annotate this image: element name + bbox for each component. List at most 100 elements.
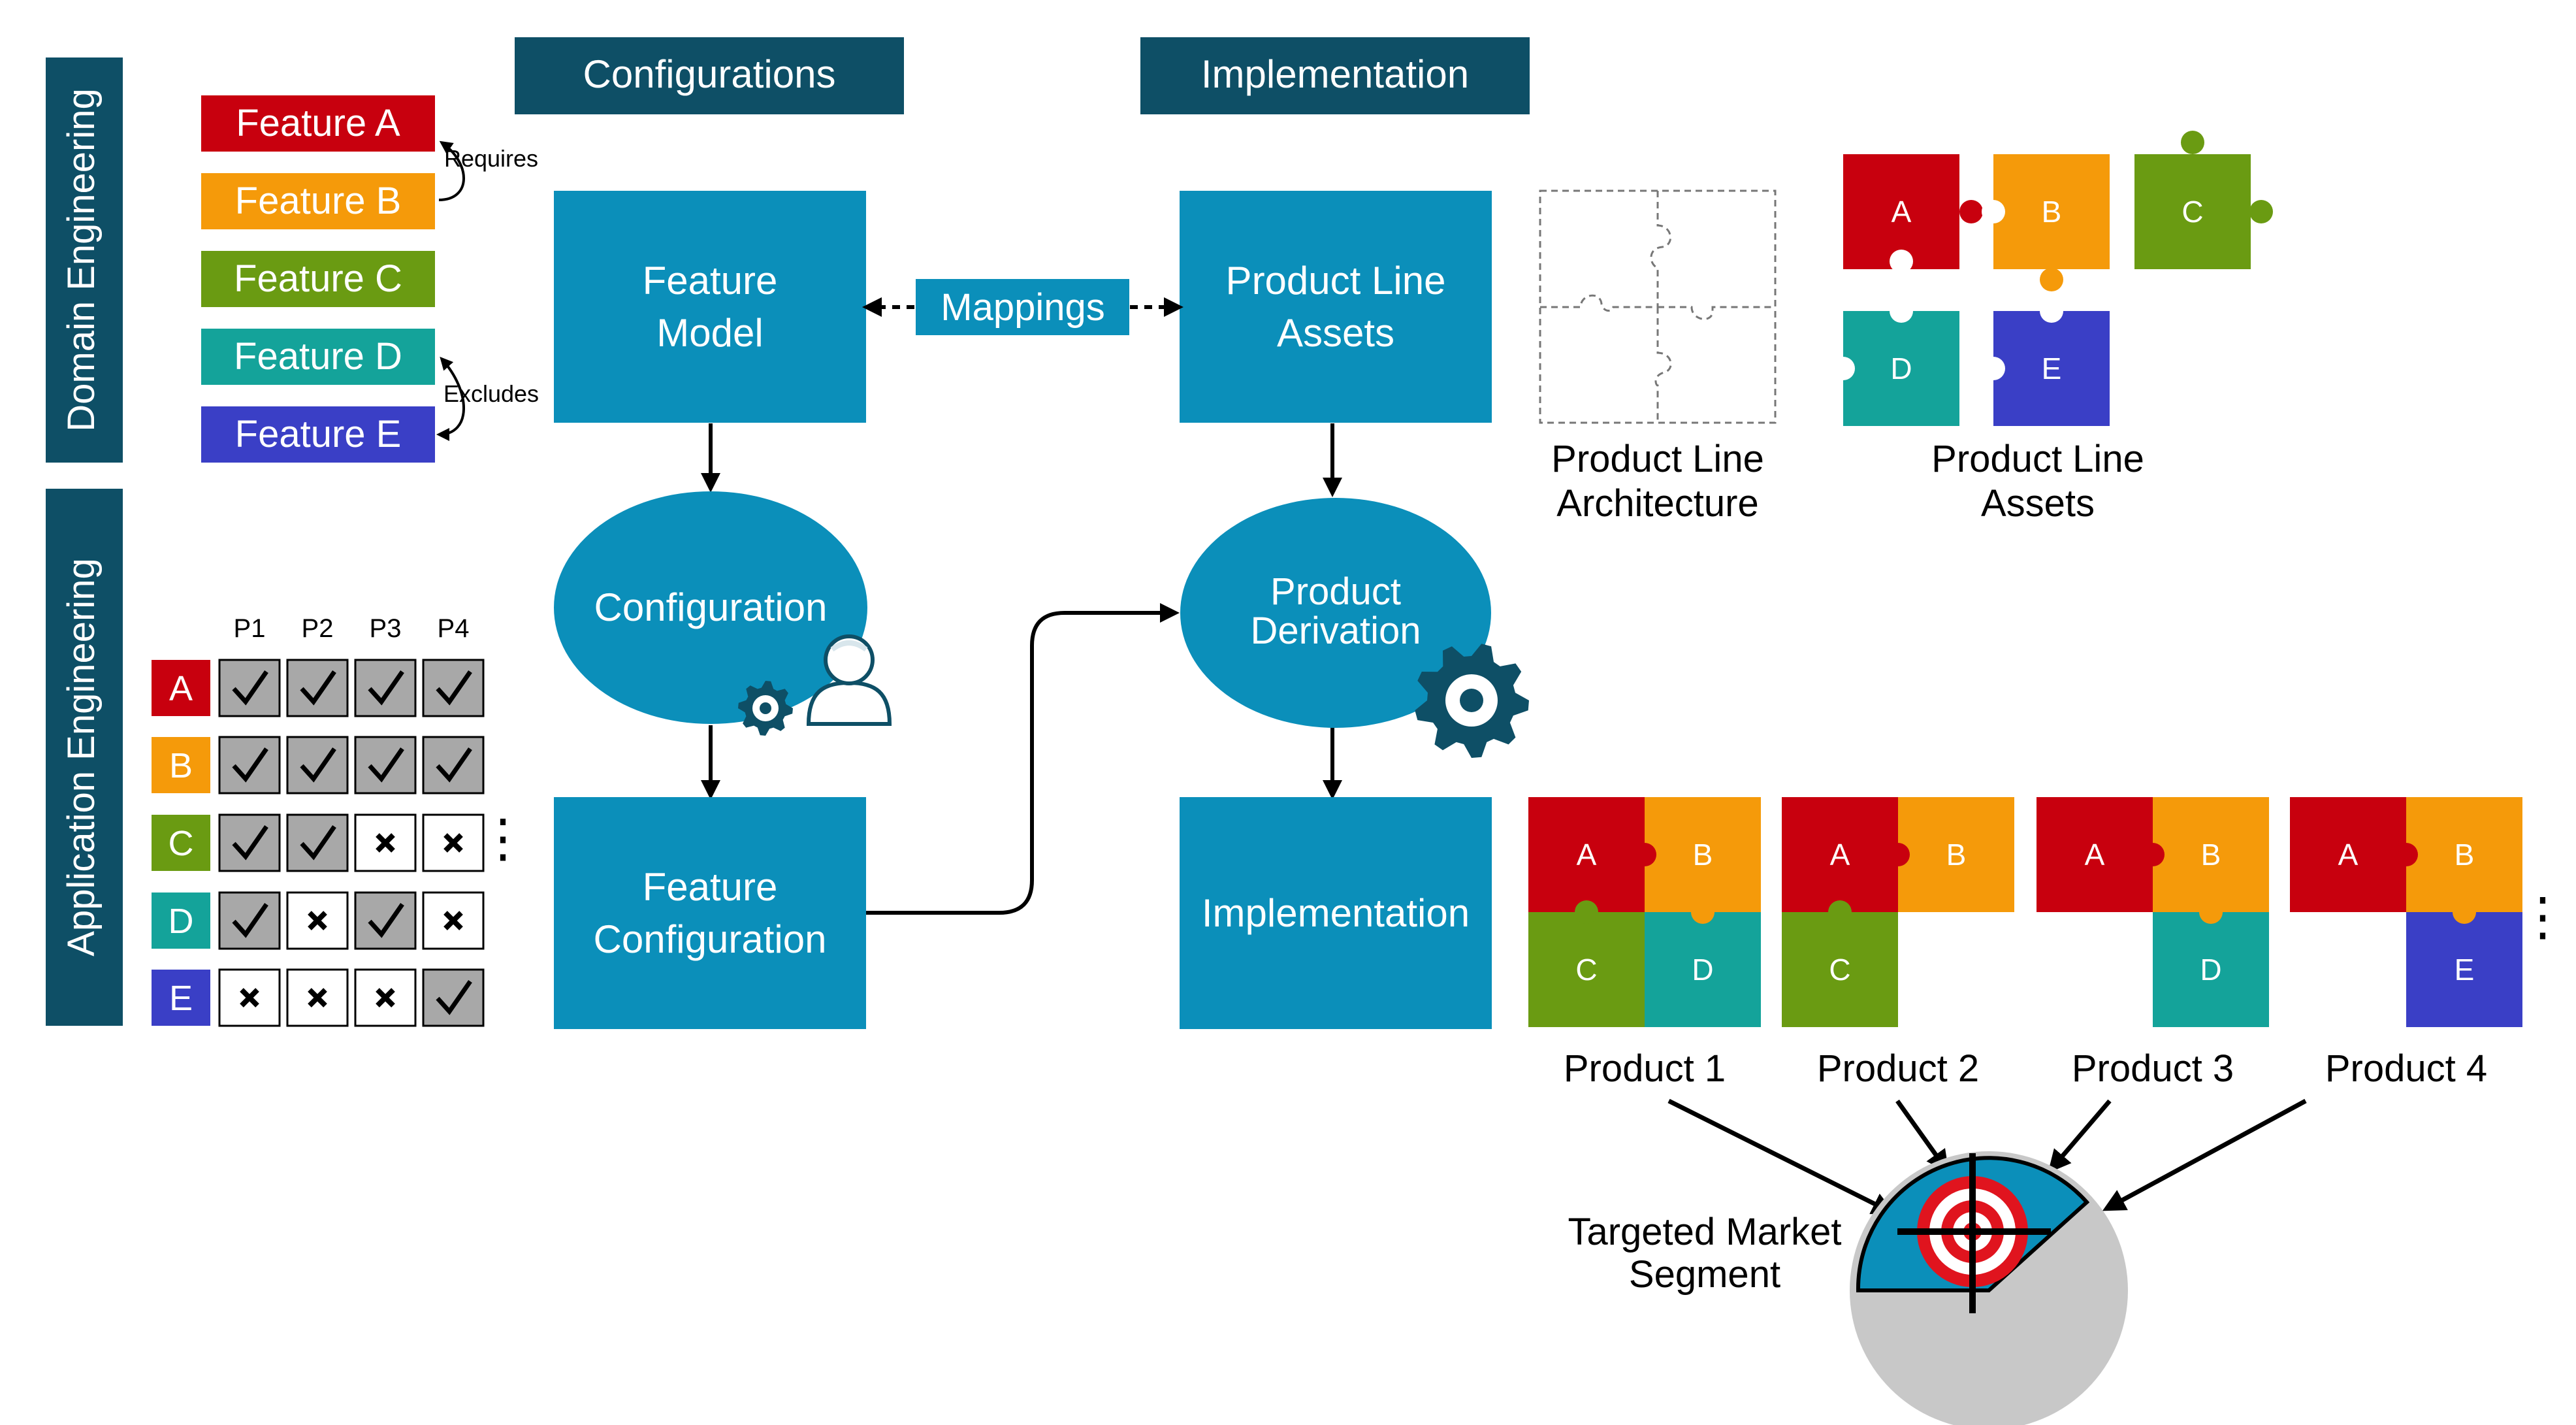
architecture-caption-line1: Product Line [1551, 438, 1764, 480]
checkmark-icon [368, 747, 404, 783]
cross-icon [376, 833, 395, 853]
feature-item: Feature B [201, 173, 435, 229]
puzzle-letter: B [2455, 838, 2475, 872]
checkmark-icon [232, 670, 268, 706]
feature-label: Feature A [236, 102, 400, 144]
target-bullseye-icon [1897, 1153, 2051, 1313]
puzzle-letter: E [2042, 352, 2062, 385]
small-gear-icon [738, 681, 793, 736]
application-engineering-band: Application Engineering [46, 489, 123, 1026]
puzzle-letter: B [2201, 838, 2221, 872]
flow-arrows [701, 423, 1342, 915]
puzzle-piece: A [1782, 797, 1898, 912]
assets-caption: Product Line Assets [1931, 438, 2144, 525]
matrix-row-label: C [169, 824, 194, 863]
implementation-box-label: Implementation [1202, 891, 1470, 935]
cross-icon [308, 911, 327, 930]
feature-configuration-line2: Configuration [594, 917, 827, 961]
matrix-cell-checked [354, 891, 417, 950]
puzzle-piece: D [1645, 900, 1761, 1027]
matrix-cell-checked [286, 659, 349, 717]
matrix-row-label: D [169, 902, 194, 941]
configuration-ellipse: Configuration [554, 491, 867, 724]
puzzle-piece: B [2394, 797, 2522, 912]
puzzle-letter: B [2042, 195, 2062, 229]
cross-icon [308, 988, 327, 1007]
matrix-column-header: P2 [302, 614, 334, 643]
application-engineering-label: Application Engineering [60, 558, 103, 956]
product-line-architecture-outline [1539, 189, 1777, 424]
feature-model-box: Feature Model [554, 191, 866, 423]
puzzle-letter: D [1692, 953, 1713, 987]
puzzle-piece: A [2290, 797, 2406, 912]
market-caption: Targeted Market Segment [1568, 1211, 1841, 1296]
configurations-header-text: Configurations [583, 52, 836, 96]
requires-constraint: Requires [438, 140, 538, 201]
puzzle-letter: C [1575, 953, 1597, 987]
matrix-cell-excluded [354, 813, 417, 872]
puzzle-letter: C [1829, 953, 1850, 987]
checkmark-icon [436, 980, 472, 1015]
mappings-label: Mappings [941, 286, 1104, 329]
implementation-header-text: Implementation [1201, 52, 1469, 96]
product-line-assets-line2: Assets [1277, 311, 1394, 355]
targeted-market-pie [1850, 1151, 2128, 1425]
feature-item: Feature C [201, 251, 435, 307]
feature-configuration-box: Feature Configuration [554, 797, 866, 1029]
puzzle-piece: B [2141, 797, 2269, 912]
puzzle-letter: A [2338, 838, 2359, 872]
matrix-row-label: E [169, 979, 193, 1018]
checkmark-icon [300, 747, 336, 783]
puzzle-piece: D [1831, 299, 1959, 426]
product-label: Product 2 [1817, 1047, 1979, 1090]
matrix-cell-excluded [218, 968, 281, 1027]
puzzle-piece: B [1982, 154, 2110, 291]
implementation-header: Implementation [1140, 37, 1530, 114]
puzzle-letter: D [2200, 953, 2221, 987]
feature-item: Feature A [201, 95, 435, 152]
domain-engineering-band: Domain Engineering [46, 57, 123, 463]
cross-icon [443, 833, 463, 853]
cross-icon [376, 988, 395, 1007]
matrix-cell-excluded [422, 891, 485, 950]
product-line-assets-box: Product Line Assets [1180, 191, 1492, 423]
checkmark-icon [300, 670, 336, 706]
matrix-cell-excluded [286, 891, 349, 950]
matrix-row-label: A [169, 669, 193, 708]
matrix-cell-excluded [422, 813, 485, 872]
domain-engineering-label: Domain Engineering [60, 88, 103, 432]
product-derivation-ellipse: Product Derivation [1180, 498, 1491, 728]
matrix-row-label: B [169, 746, 193, 785]
assets-caption-line2: Assets [1981, 482, 2095, 525]
puzzle-letter: B [1693, 838, 1713, 872]
product-label: Product 3 [2072, 1047, 2234, 1090]
puzzle-piece: C [1782, 900, 1898, 1027]
checkmark-icon [232, 747, 268, 783]
assets-caption-line1: Product Line [1931, 438, 2144, 480]
matrix-cell-checked [354, 736, 417, 794]
matrix-column-header: P3 [370, 614, 402, 643]
matrix-more-ellipsis: ⋮ [477, 809, 529, 867]
matrix-column-header: P4 [438, 614, 470, 643]
feature-label: Feature C [234, 257, 402, 300]
checkmark-icon [368, 670, 404, 706]
checkmark-icon [436, 670, 472, 706]
feature-label: Feature B [235, 180, 402, 222]
feature-item: Feature E [201, 406, 435, 463]
feature-model-line1: Feature [643, 259, 778, 303]
checkmark-icon [300, 825, 336, 860]
matrix-cell-checked [286, 736, 349, 794]
requires-label: Requires [444, 145, 538, 172]
matrix-cell-excluded [354, 968, 417, 1027]
puzzle-piece: E [1982, 299, 2110, 426]
checkmark-icon [232, 825, 268, 860]
matrix-cell-checked [218, 659, 281, 717]
matrix-cell-checked [422, 736, 485, 794]
puzzle-letter: E [2455, 953, 2475, 987]
puzzle-piece: B [1886, 797, 2014, 912]
